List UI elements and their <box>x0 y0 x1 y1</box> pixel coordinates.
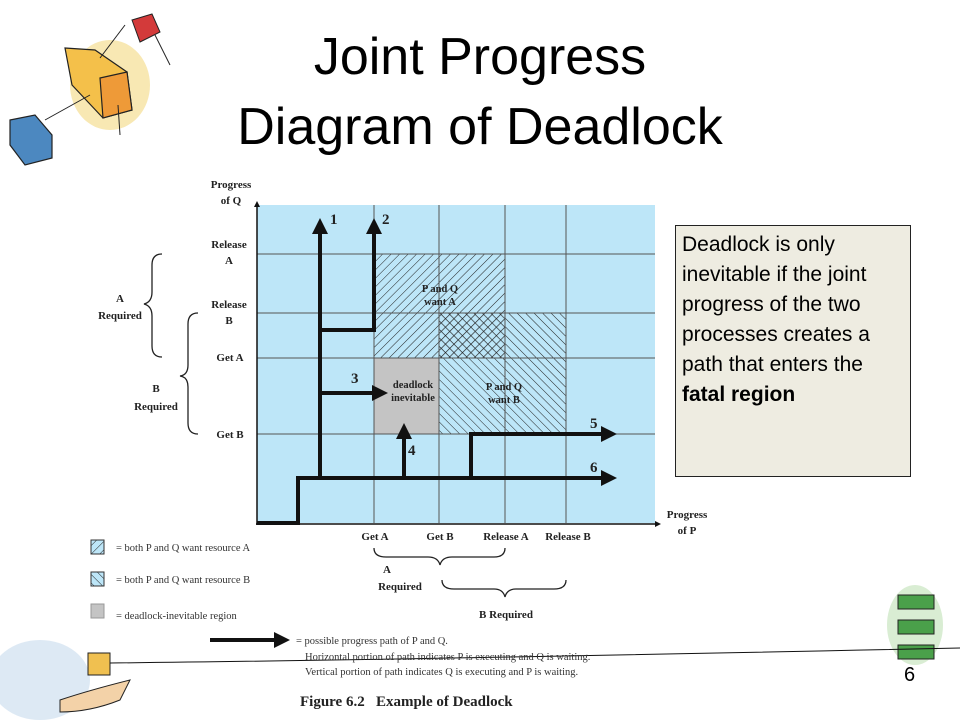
legend-path-1: = possible progress path of P and Q. <box>296 636 448 647</box>
want-a-label-1: P and Q <box>422 284 458 295</box>
left-a-required-1: A <box>116 293 124 305</box>
y-axis-title-1: Progress <box>211 179 252 191</box>
legend-swatch-want-b <box>90 571 105 587</box>
path-2 <box>320 218 382 332</box>
x-axis-title-1: Progress <box>667 509 708 521</box>
legend-path-3: Vertical portion of path indicates Q is … <box>305 667 578 678</box>
note-bold: fatal region <box>682 383 796 406</box>
slide-title-line2: Diagram of Deadlock <box>237 98 723 156</box>
legend-deadlock: = deadlock-inevitable region <box>116 611 238 622</box>
left-b-required-2: Required <box>134 401 178 413</box>
x-tick-get-b: Get B <box>426 531 454 543</box>
slide-title-line1: Joint Progress <box>313 28 647 86</box>
page-number: 6 <box>904 664 916 686</box>
x-axis-title-2: of P <box>678 525 697 537</box>
path-label-3: 3 <box>351 371 359 387</box>
y-tick-get-a: Get A <box>216 352 243 364</box>
want-b-label-2: want B <box>488 395 520 406</box>
path-label-1: 1 <box>330 212 338 228</box>
y-tick-release-b-1: Release <box>211 299 247 311</box>
cubes-clipart-icon <box>9 13 171 166</box>
path-label-5: 5 <box>590 416 598 432</box>
x-tick-get-a: Get A <box>361 531 388 543</box>
path-label-4: 4 <box>408 443 416 459</box>
y-axis-title-2: of Q <box>221 195 242 207</box>
explanation-note: Deadlock is only inevitable if the joint… <box>675 225 911 477</box>
left-a-required-2: Required <box>98 310 142 322</box>
y-tick-release-b-2: B <box>225 315 233 327</box>
y-tick-release-a-1: Release <box>211 239 247 251</box>
note-text: Deadlock is only inevitable if the joint… <box>682 233 870 376</box>
region-overlap <box>439 313 505 358</box>
hand-box-clipart-icon <box>0 640 131 720</box>
y-tick-get-b: Get B <box>216 429 244 441</box>
y-tick-release-a-2: A <box>225 255 233 267</box>
path-6 <box>257 470 617 525</box>
deadlock-label-1: deadlock <box>393 380 433 391</box>
path-label-6: 6 <box>590 460 598 476</box>
braces <box>143 253 567 598</box>
bottom-a-required-2: Required <box>378 581 422 593</box>
bottom-b-required: B Required <box>479 609 533 621</box>
want-b-label-1: P and Q <box>486 382 522 393</box>
figure-caption: Figure 6.2 Example of Deadlock <box>300 694 513 710</box>
legend-path-2: Horizontal portion of path indicates P i… <box>305 652 590 663</box>
stack-clipart-icon <box>887 585 943 665</box>
legend-swatch-want-a <box>90 539 105 555</box>
x-tick-release-b: Release B <box>545 531 591 543</box>
path-5 <box>469 426 617 478</box>
decorative-line <box>109 647 960 664</box>
deadlock-label-2: inevitable <box>391 393 435 404</box>
bottom-a-required-1: A <box>383 564 391 576</box>
legend-want-a: = both P and Q want resource A <box>116 543 251 554</box>
x-tick-release-a: Release A <box>483 531 529 543</box>
left-b-required-1: B <box>152 383 160 395</box>
legend-swatch-deadlock <box>90 603 105 619</box>
legend-want-b: = both P and Q want resource B <box>116 575 250 586</box>
path-label-2: 2 <box>382 212 390 228</box>
want-a-label-2: want A <box>424 297 456 308</box>
